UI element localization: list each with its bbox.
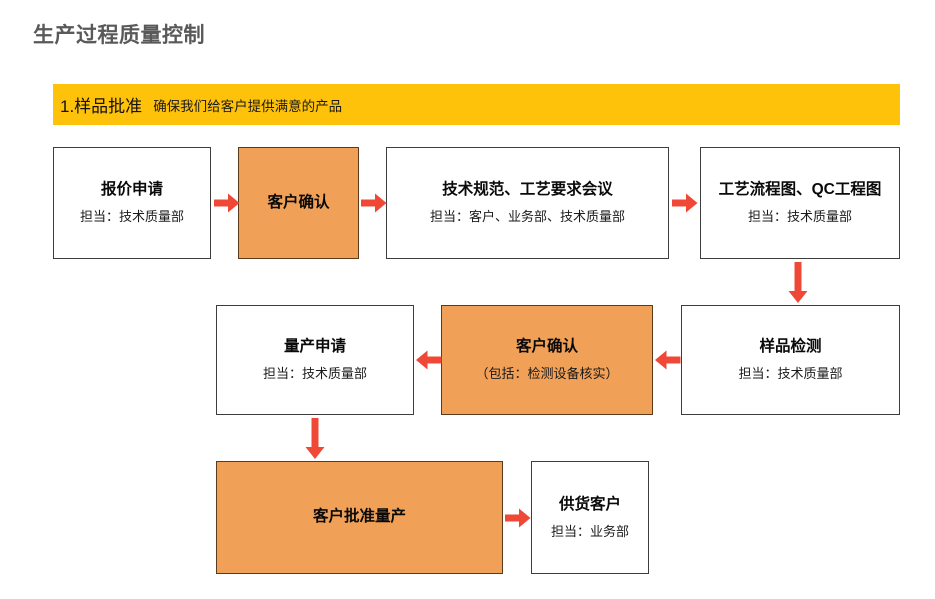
node-owner: 担当：技术质量部	[262, 366, 367, 382]
flow-node-customer-confirm-1[interactable]: 客户确认	[238, 147, 359, 259]
node-title: 技术规范、工艺要求会议	[442, 181, 613, 199]
node-owner: 担当：技术质量部	[79, 209, 184, 225]
section-number-label: 1.样品批准	[60, 97, 143, 116]
arrow-left-icon	[655, 350, 681, 370]
flow-node-process-qc-chart[interactable]: 工艺流程图、QC工程图 担当：技术质量部	[700, 147, 900, 259]
section-subtitle: 确保我们给客户提供满意的产品	[153, 98, 343, 114]
flow-node-supply-customer[interactable]: 供货客户 担当：业务部	[531, 461, 649, 574]
node-title: 工艺流程图、QC工程图	[718, 181, 882, 199]
flow-node-customer-approve-mass-production[interactable]: 客户批准量产	[216, 461, 503, 574]
arrow-right-icon	[505, 508, 531, 528]
arrow-down-icon	[305, 418, 325, 460]
arrow-right-icon	[361, 193, 387, 213]
page-title: 生产过程质量控制	[33, 24, 205, 47]
node-title: 量产申请	[283, 338, 346, 356]
arrow-right-icon	[672, 193, 698, 213]
section-header-bar: 1.样品批准 确保我们给客户提供满意的产品	[53, 84, 900, 125]
node-owner: 担当：客户、业务部、技术质量部	[429, 209, 625, 225]
node-title: 客户确认	[267, 193, 330, 211]
node-title: 样品检测	[759, 338, 822, 356]
flow-node-mass-production-request[interactable]: 量产申请 担当：技术质量部	[216, 305, 414, 415]
flow-node-sample-inspection[interactable]: 样品检测 担当：技术质量部	[681, 305, 900, 415]
node-owner: （包括：检测设备核实）	[475, 366, 619, 382]
arrow-left-icon	[416, 350, 442, 370]
node-owner: 担当：业务部	[550, 523, 629, 539]
flow-node-quote-request[interactable]: 报价申请 担当：技术质量部	[53, 147, 211, 259]
arrow-right-icon	[214, 193, 240, 213]
node-owner: 担当：技术质量部	[747, 209, 852, 225]
arrow-down-icon	[788, 262, 808, 304]
flow-node-tech-spec-meeting[interactable]: 技术规范、工艺要求会议 担当：客户、业务部、技术质量部	[386, 147, 669, 259]
flow-node-customer-confirm-2[interactable]: 客户确认 （包括：检测设备核实）	[441, 305, 653, 415]
node-title: 供货客户	[558, 495, 621, 513]
node-title: 客户批准量产	[312, 508, 406, 526]
node-owner: 担当：技术质量部	[738, 366, 843, 382]
node-title: 报价申请	[100, 181, 163, 199]
node-title: 客户确认	[515, 338, 578, 356]
